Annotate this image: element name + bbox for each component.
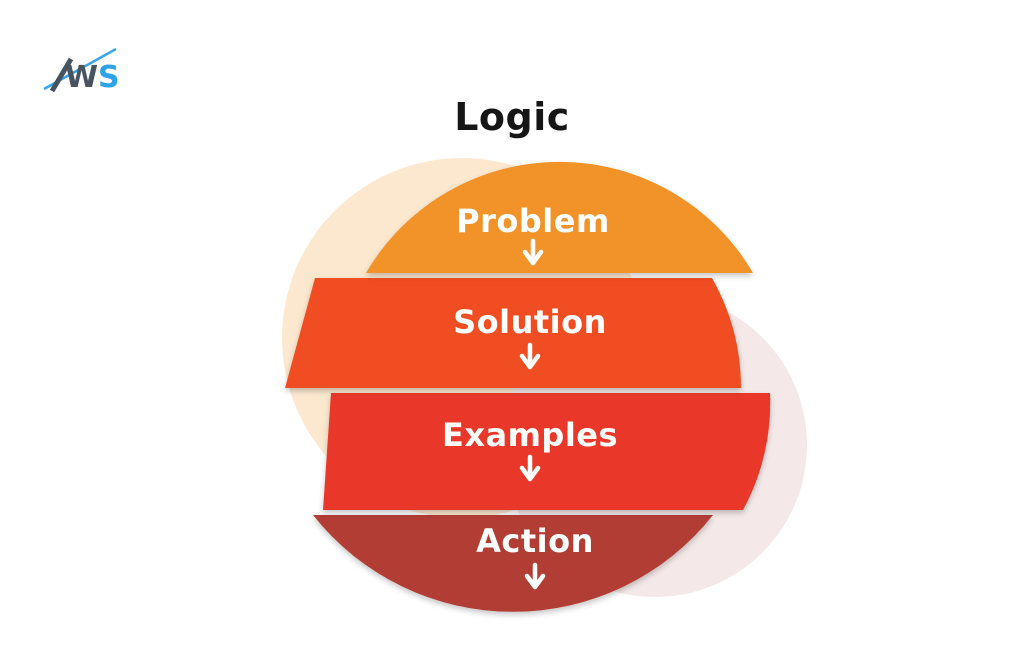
slice-action: [313, 515, 713, 612]
step-label-problem: Problem: [456, 202, 610, 240]
step-label-action: Action: [476, 522, 594, 560]
step-label-examples: Examples: [442, 416, 618, 454]
step-label-solution: Solution: [453, 303, 607, 341]
logo-letter-w: W: [65, 60, 98, 95]
down-arrow-icon: [522, 238, 544, 266]
down-arrow-icon: [519, 454, 541, 482]
logo-letter-s: S: [98, 60, 120, 95]
ws-logo: W S: [42, 44, 152, 96]
logo-slash: [49, 57, 74, 93]
down-arrow-icon: [524, 562, 546, 590]
slice-solution: [285, 278, 741, 388]
slice-examples: [323, 393, 771, 510]
slice-problem: [366, 161, 753, 273]
page-title: Logic: [454, 95, 570, 139]
down-arrow-icon: [519, 342, 541, 370]
